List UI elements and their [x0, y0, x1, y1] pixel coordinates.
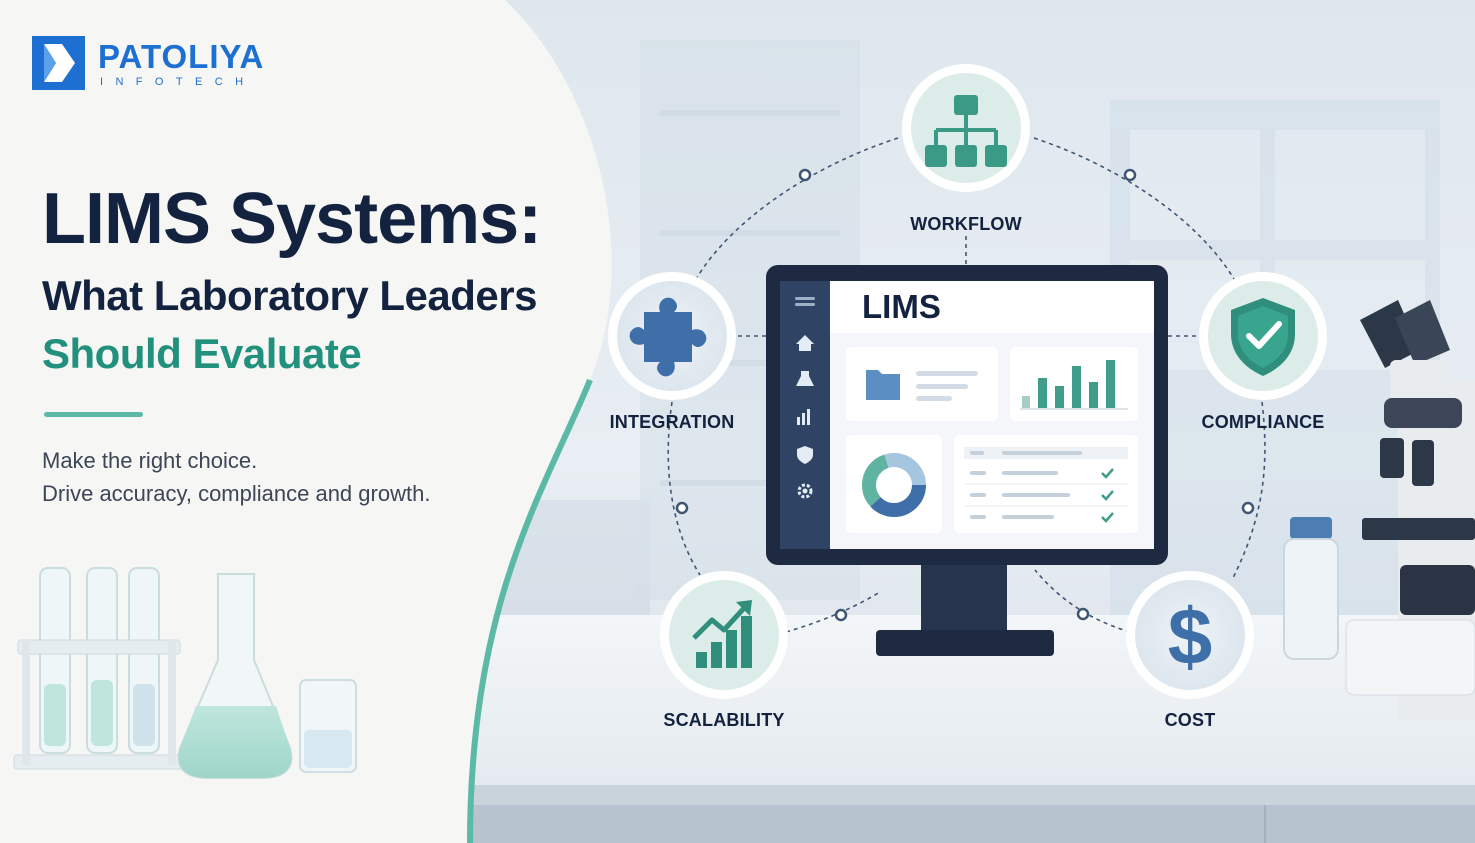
- feature-label-compliance: COMPLIANCE: [1201, 412, 1325, 432]
- feature-label-workflow: WORKFLOW: [910, 214, 1022, 234]
- reagent-bottle-illustration: [1283, 517, 1339, 660]
- workflow-icon: [902, 64, 1030, 192]
- headline-line-2: What Laboratory Leaders: [42, 272, 537, 319]
- teal-accent-curve: [467, 378, 593, 843]
- feature-label-integration: INTEGRATION: [609, 412, 735, 432]
- beaker-illustration: [299, 679, 357, 773]
- integration-puzzle-icon: [608, 272, 736, 400]
- brand-name: PATOLIYA: [98, 38, 265, 75]
- feature-label-cost: COST: [1164, 710, 1216, 730]
- compliance-shield-icon: [1199, 272, 1327, 400]
- monitor-screen-title: LIMS: [862, 288, 941, 325]
- patoliya-logo-icon: [32, 36, 85, 90]
- tagline-line-1: Make the right choice.: [42, 448, 258, 473]
- flask-illustration: [177, 573, 293, 779]
- divider: [44, 412, 143, 417]
- feature-label-scalability: SCALABILITY: [663, 710, 785, 730]
- test-tube-rack-illustration: [13, 567, 187, 770]
- cost-dollar-icon: $: [1126, 571, 1254, 699]
- brand-tagline: INFOTECH: [100, 76, 256, 88]
- scalability-growth-chart-icon: [660, 571, 788, 699]
- headline-line-3: Should Evaluate: [42, 330, 362, 377]
- tagline-line-2: Drive accuracy, compliance and growth.: [42, 481, 431, 506]
- svg-text:$: $: [1168, 592, 1213, 681]
- lims-monitor: [766, 265, 1168, 656]
- microscope-illustration: [1345, 300, 1475, 720]
- feature-ring: [667, 137, 1266, 633]
- ring-nodes: [675, 168, 1255, 622]
- headline-line-1: LIMS Systems:: [42, 179, 542, 259]
